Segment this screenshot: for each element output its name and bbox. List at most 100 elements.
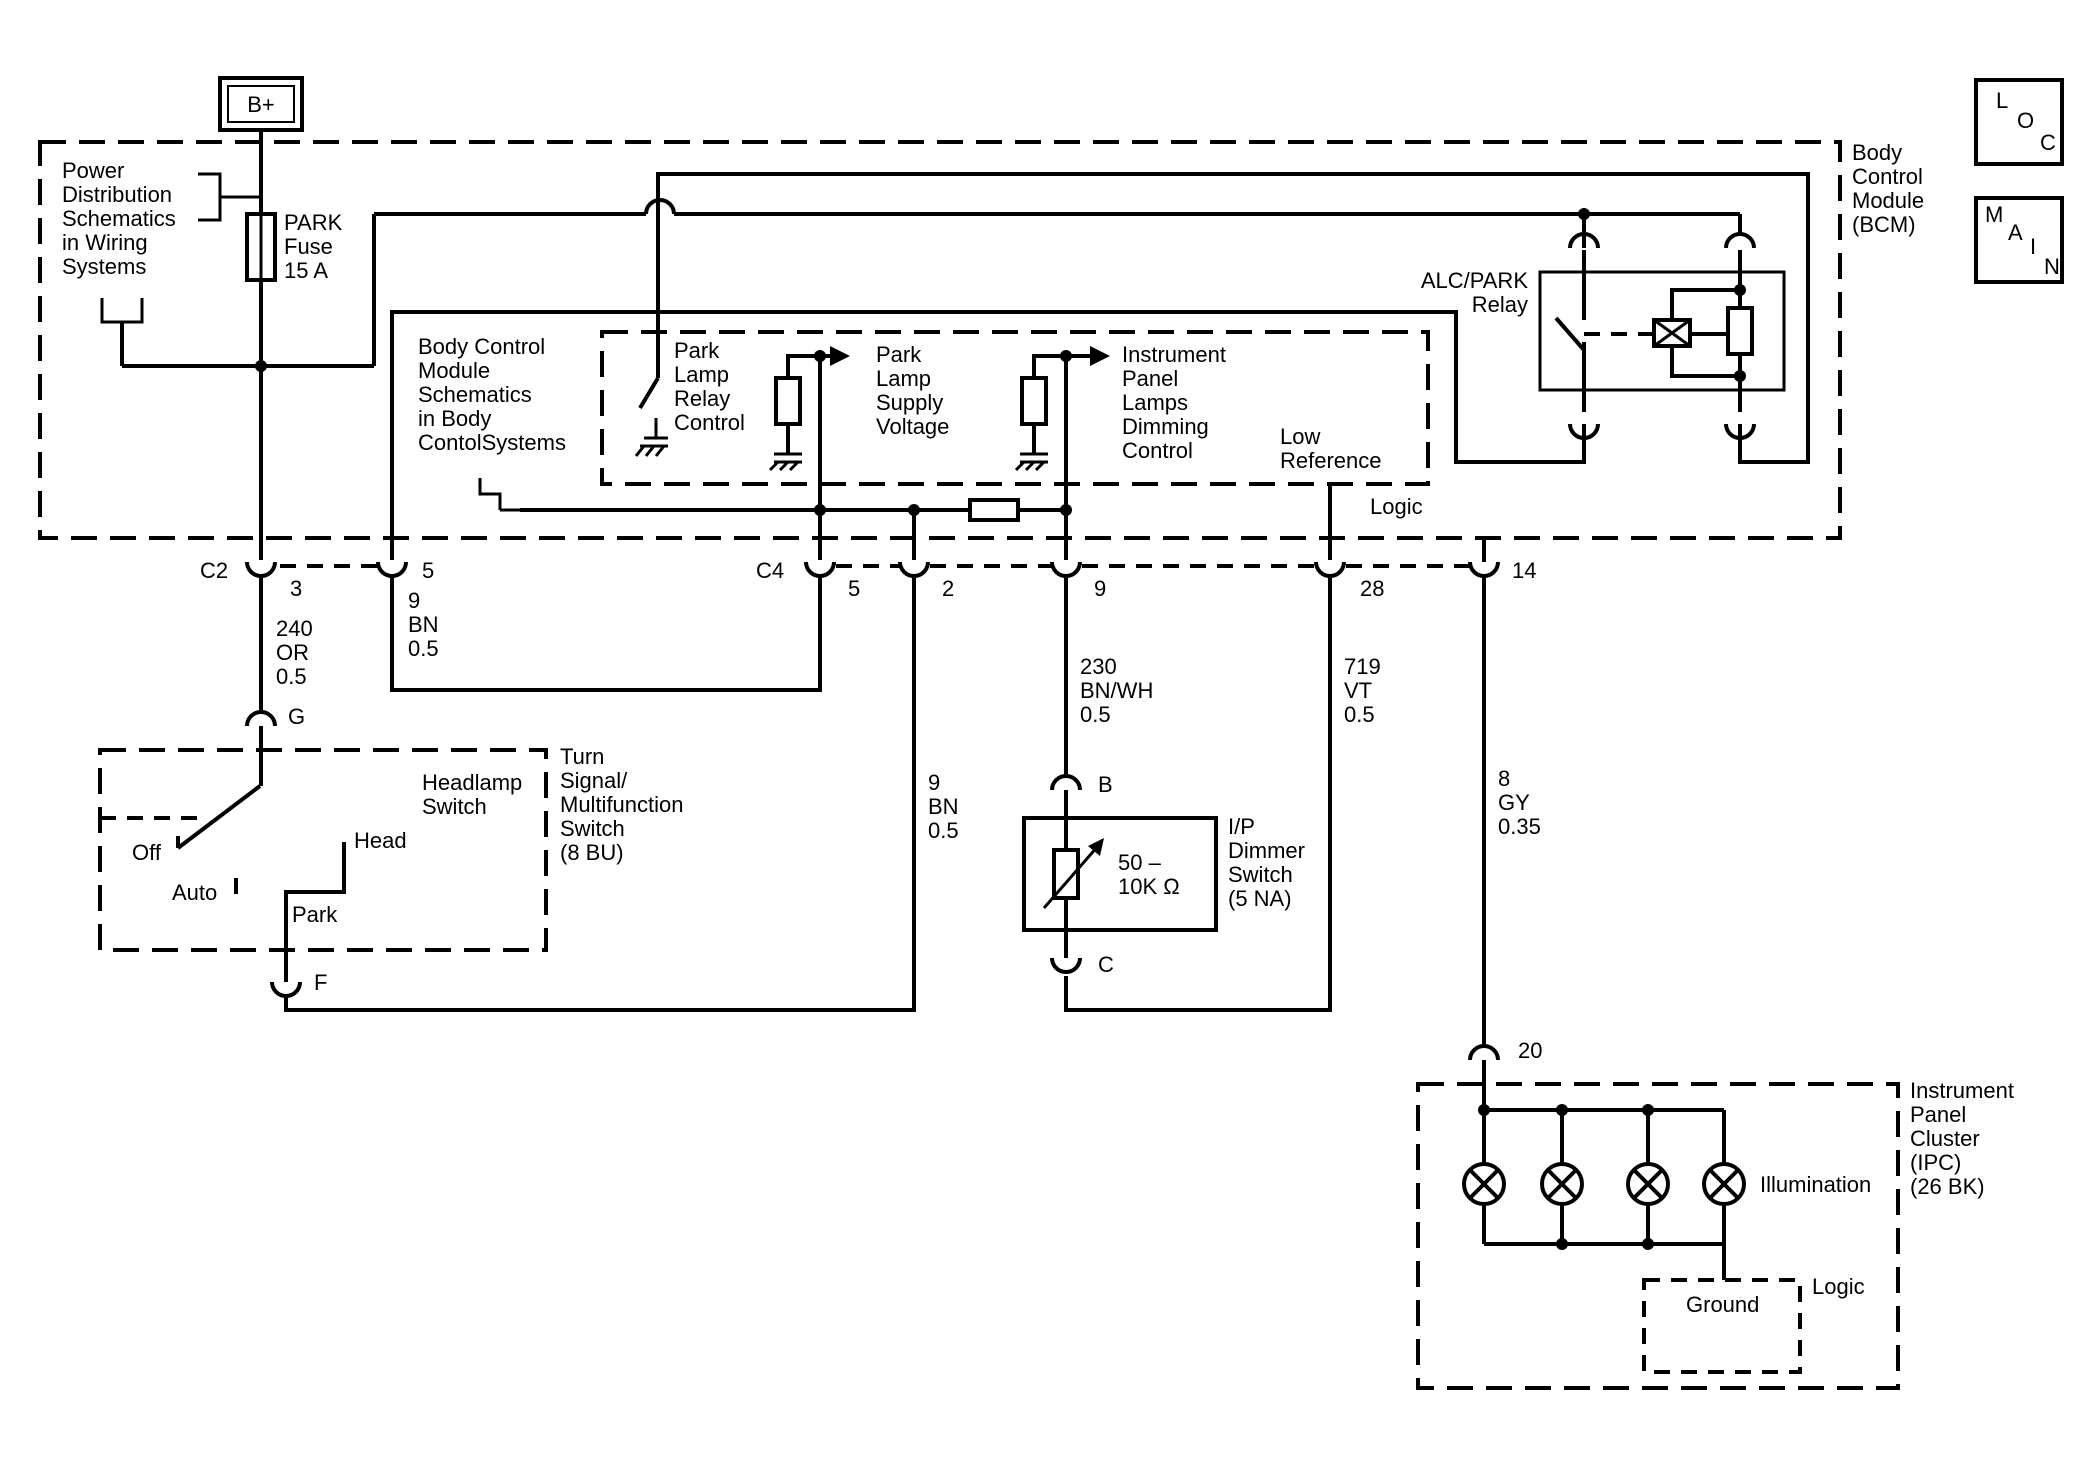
diagram-text: Instrument bbox=[1122, 342, 1226, 367]
ipc-ground-label: Ground bbox=[1686, 1292, 1759, 1317]
bcm-schematic-reference: Body Control Module Schematics in Body C… bbox=[418, 334, 566, 512]
wire-9-top: 9 BN 0.5 bbox=[390, 576, 822, 692]
pin-label: 3 bbox=[290, 576, 302, 601]
switch-park-label: Park bbox=[292, 902, 338, 927]
diagram-text: in Wiring bbox=[62, 230, 148, 255]
diagram-text: Switch bbox=[560, 816, 625, 841]
connector-row: C2 C4 3 5 5 2 9 28 14 bbox=[200, 538, 1536, 601]
diagram-text: Panel bbox=[1122, 366, 1178, 391]
switch-pin-g: G bbox=[288, 704, 305, 729]
main-tab-letter: I bbox=[2030, 234, 2036, 259]
relay-label: ALC/PARK bbox=[1421, 268, 1529, 293]
ipc-illumination-label: Illumination bbox=[1760, 1172, 1871, 1197]
diagram-text: VT bbox=[1344, 678, 1372, 703]
diagram-text: Relay bbox=[674, 386, 730, 411]
relay-output-wire bbox=[390, 310, 1586, 560]
diagram-text: 0.5 bbox=[1080, 702, 1111, 727]
bulb-icon bbox=[1540, 1162, 1584, 1206]
fuse-label: Fuse bbox=[284, 234, 333, 259]
diagram-text: Voltage bbox=[876, 414, 949, 439]
diagram-text: Body bbox=[1852, 140, 1902, 165]
diagram-text: Panel bbox=[1910, 1102, 1966, 1127]
bulb-icon bbox=[1462, 1162, 1506, 1206]
diagram-text: Systems bbox=[62, 254, 146, 279]
park-fuse: PARK Fuse 15 A bbox=[245, 130, 343, 560]
diagram-text: 0.5 bbox=[276, 664, 307, 689]
diagram-text: Park bbox=[876, 342, 922, 367]
diagram-text: (8 BU) bbox=[560, 840, 624, 865]
ipc-pin-20: 20 bbox=[1518, 1038, 1542, 1063]
diagram-text: Distribution bbox=[62, 182, 172, 207]
diagram-text: ContolSystems bbox=[418, 430, 566, 455]
diagram-text: Supply bbox=[876, 390, 943, 415]
diagram-text: Headlamp bbox=[422, 770, 522, 795]
switch-head-label: Head bbox=[354, 828, 407, 853]
diagram-text: 719 bbox=[1344, 654, 1381, 679]
diagram-text: GY bbox=[1498, 790, 1530, 815]
diagram-text: Multifunction bbox=[560, 792, 684, 817]
switch-auto-label: Auto bbox=[172, 880, 217, 905]
pin-label: 14 bbox=[1512, 558, 1536, 583]
diagram-text: Schematics bbox=[418, 382, 532, 407]
fuse-label: 15 A bbox=[284, 258, 328, 283]
pin-label: 5 bbox=[848, 576, 860, 601]
bulb-icon bbox=[1626, 1162, 1670, 1206]
wire-230: 230 BN/WH 0.5 bbox=[1064, 576, 1153, 776]
loc-tab-letter: C bbox=[2040, 130, 2056, 155]
main-tab-letter: M bbox=[1985, 202, 2003, 227]
diagram-text: 0.35 bbox=[1498, 814, 1541, 839]
pin-label: 5 bbox=[422, 558, 434, 583]
diagram-text: Reference bbox=[1280, 448, 1382, 473]
diagram-text: Module bbox=[418, 358, 490, 383]
diagram-text: 240 bbox=[276, 616, 313, 641]
diagram-text: Body Control bbox=[418, 334, 545, 359]
battery-terminal: B+ bbox=[218, 76, 304, 132]
diagram-text: I/P bbox=[1228, 814, 1255, 839]
diagram-text: Control bbox=[674, 410, 745, 435]
battery-label: B+ bbox=[247, 92, 275, 117]
headlamp-switch: Off Auto Head Park Headlamp Switch Turn … bbox=[98, 704, 684, 998]
diagram-text: Module bbox=[1852, 188, 1924, 213]
wire-240: 240 OR 0.5 bbox=[259, 576, 313, 712]
ip-dimmer-switch: 50 – 10K Ω I/P Dimmer Switch (5 NA) B C bbox=[1022, 772, 1305, 977]
diagram-text: Switch bbox=[422, 794, 487, 819]
alc-park-relay: ALC/PARK Relay bbox=[1421, 232, 1786, 440]
bcm-boundary bbox=[38, 140, 1842, 540]
wire-719: 719 VT 0.5 bbox=[1064, 576, 1381, 1012]
low-reference: Low Reference bbox=[1280, 424, 1382, 560]
diagram-text: 50 – bbox=[1118, 850, 1162, 875]
instrument-panel-cluster: Ground Logic Illumination 20 Instrument … bbox=[1416, 1038, 2014, 1390]
park-relay-control-wire bbox=[656, 172, 1810, 464]
relay-supply-wire bbox=[372, 198, 1742, 366]
diagram-text: BN bbox=[408, 612, 439, 637]
fuse-label: PARK bbox=[284, 210, 343, 235]
diagram-text: (5 NA) bbox=[1228, 886, 1292, 911]
diagram-text: (IPC) bbox=[1910, 1150, 1961, 1175]
main-tab[interactable]: M A I N bbox=[1974, 196, 2064, 284]
diagram-text: 10K Ω bbox=[1118, 874, 1180, 899]
diagram-text: 0.5 bbox=[408, 636, 439, 661]
diagram-text: 8 bbox=[1498, 766, 1510, 791]
diagram-text: BN/WH bbox=[1080, 678, 1153, 703]
bcm-label: Body Control Module (BCM) bbox=[1852, 140, 1924, 237]
loc-tab-letter: O bbox=[2017, 108, 2034, 133]
diagram-text: BN bbox=[928, 794, 959, 819]
main-tab-letter: A bbox=[2008, 220, 2023, 245]
connector-c4: C4 bbox=[756, 558, 784, 583]
diagram-text: Control bbox=[1852, 164, 1923, 189]
diagram-text: Turn bbox=[560, 744, 604, 769]
power-distribution-reference: Power Distribution Schematics in Wiring … bbox=[62, 158, 374, 368]
loc-tab[interactable]: L O C bbox=[1974, 78, 2064, 166]
bcm-logic-label: Logic bbox=[1370, 494, 1423, 519]
diagram-text: 9 bbox=[928, 770, 940, 795]
diagram-text: Dimmer bbox=[1228, 838, 1305, 863]
dimmer-pin-b: B bbox=[1098, 772, 1113, 797]
wire-8: 8 GY 0.35 bbox=[1482, 576, 1541, 1046]
pin-label: 2 bbox=[942, 576, 954, 601]
diagram-text: Instrument bbox=[1910, 1078, 2014, 1103]
main-tab-letter: N bbox=[2044, 254, 2060, 279]
diagram-text: (26 BK) bbox=[1910, 1174, 1985, 1199]
switch-pin-f: F bbox=[314, 970, 327, 995]
park-relay-control-switch: Park Lamp Relay Control bbox=[634, 338, 745, 457]
